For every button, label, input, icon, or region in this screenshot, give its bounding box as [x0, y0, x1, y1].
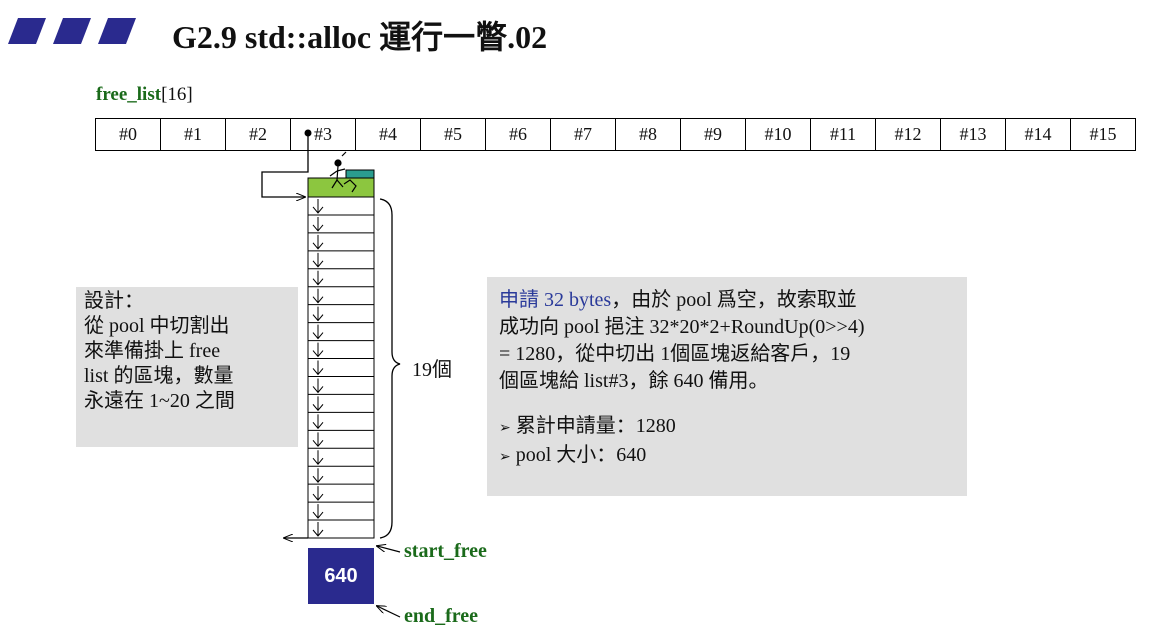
chunk-next-arrow [312, 324, 324, 340]
chunk-next-arrow [312, 306, 324, 322]
free-list-cell: #0 [96, 119, 161, 150]
chunk-next-arrow [312, 216, 324, 232]
info-line: 個區塊給 list#3，餘 640 備用。 [499, 370, 769, 392]
design-note-line: 設計： [84, 290, 144, 312]
free-list-cell: #11 [811, 119, 876, 150]
free-list-cell: #2 [226, 119, 291, 150]
info-text: ，由於 pool 爲空，故索取並 [611, 289, 857, 311]
chunk-next-arrow [312, 360, 324, 376]
design-note-box: 設計： 從 pool 中切割出 來準備掛上 free list 的區塊，數量 永… [76, 287, 298, 447]
free-list-cell: #12 [876, 119, 941, 150]
chunk-next-arrow [312, 342, 324, 358]
chunk-next-arrow [312, 270, 324, 286]
start-free-label: start_free [404, 540, 487, 562]
chunk-next-arrow [312, 234, 324, 250]
page-title: G2.9 std::alloc 運行一瞥.02 [172, 19, 548, 55]
info-line: 成功向 pool 挹注 32*20*2+RoundUp(0>>4) [499, 316, 865, 338]
start-free-arrow [377, 546, 401, 553]
info-line: 申請 32 bytes，由於 pool 爲空，故索取並 [499, 287, 955, 314]
free-list-cell: #14 [1006, 119, 1071, 150]
design-note-line: 來準備掛上 free [84, 340, 221, 362]
free-list-size: [16] [161, 84, 193, 105]
free-list-table: #0 #1 #2 #3 #4 #5 #6 #7 #8 #9 #10 #11 #1… [95, 118, 1136, 151]
design-note-line: list 的區塊，數量 [84, 365, 234, 387]
free-list-label: free_list[16] [96, 84, 193, 106]
chunk-count-label: 19個 [412, 359, 452, 381]
bullet-icon: ➢ [499, 450, 511, 465]
chunk-next-arrow [312, 252, 324, 268]
client-figure-icon [329, 151, 357, 193]
chunk-next-arrow [312, 486, 324, 501]
chunk-next-arrow [312, 450, 324, 465]
bullet-total-requested: ➢ 累計申請量：1280 [499, 413, 955, 442]
free-list-cell: #3 [291, 119, 356, 150]
allocated-chunk-tab [345, 169, 375, 179]
bullet-icon: ➢ [499, 421, 511, 436]
allocation-info-box: 申請 32 bytes，由於 pool 爲空，故索取並 成功向 pool 挹注 … [487, 277, 967, 496]
free-list-cell: #15 [1089, 124, 1117, 144]
free-list-cell: #5 [421, 119, 486, 150]
chunk-next-arrow [312, 504, 324, 519]
free-list-3-pointer [261, 129, 312, 198]
chunk-next-pointers [312, 199, 324, 537]
end-free-arrow [377, 606, 401, 618]
free-list-cell: #6 [486, 119, 551, 150]
free-list-cell: #10 [746, 119, 811, 150]
chunk-next-arrow [312, 199, 324, 214]
free-list-cell: #7 [551, 119, 616, 150]
chunk-next-arrow [312, 378, 324, 394]
title-decoration-bars [8, 18, 136, 44]
bullet-text: 累計申請量：1280 [515, 415, 676, 437]
free-list-cell: #9 [681, 119, 746, 150]
bullet-text: pool 大小：640 [515, 444, 647, 466]
free-list-cell: #1 [161, 119, 226, 150]
chunk-next-arrow [312, 414, 324, 430]
pool-block: 640 [308, 548, 374, 604]
end-free-label: end_free [404, 605, 479, 627]
chunk-next-arrow [312, 432, 324, 448]
bullet-pool-size: ➢ pool 大小：640 [499, 442, 955, 471]
chunk-count-brace [379, 198, 401, 539]
request-highlight: 申請 32 bytes [499, 289, 612, 311]
chunk-next-arrow [312, 396, 324, 412]
info-line: = 1280，從中切出 1個區塊返給客戶，19 [499, 343, 851, 365]
chunk-next-arrow [312, 288, 324, 304]
free-list-cell: #4 [356, 119, 421, 150]
free-list-cell: #13 [941, 119, 1006, 150]
free-list-name: free_list [96, 84, 162, 105]
chunk-next-arrow [312, 522, 324, 537]
chunk-next-arrow [312, 468, 324, 483]
chunk-dividers [308, 214, 374, 521]
design-note-line: 永遠在 1~20 之間 [84, 390, 235, 412]
free-list-cell: #8 [616, 119, 681, 150]
design-note-line: 從 pool 中切割出 [84, 315, 230, 337]
allocated-chunk [307, 177, 375, 198]
